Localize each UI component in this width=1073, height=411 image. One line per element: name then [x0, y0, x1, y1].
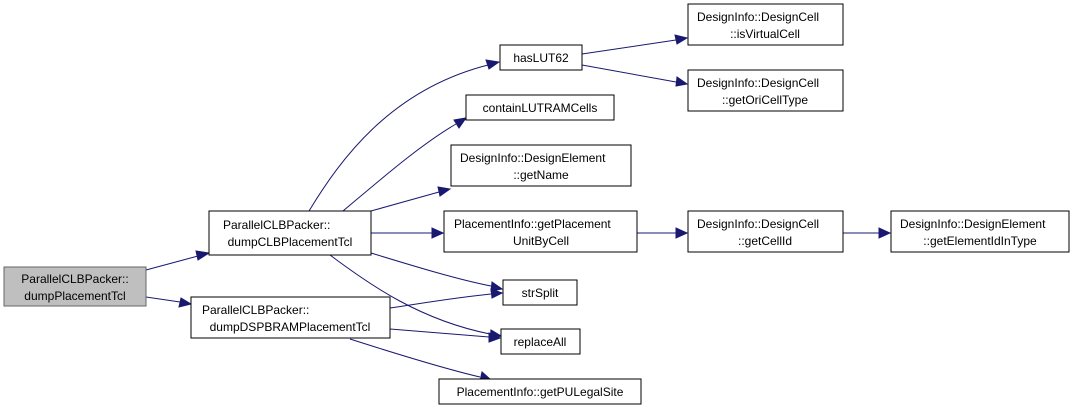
arrow-dumpCLBPlacementTcl-containLUTRAMCells — [453, 117, 468, 129]
node-dumpDSPBRAMPlacementTcl[interactable]: ParallelCLBPacker:: dumpDSPBRAMPlacement… — [190, 296, 391, 339]
node-dumpCLBPlacementTcl[interactable]: ParallelCLBPacker:: dumpCLBPlacementTcl — [208, 210, 372, 256]
arrow-getCellId-getElementIdInType — [878, 227, 892, 239]
arrow-getPlacementUnitByCell-getCellId — [675, 227, 689, 239]
node-hasLUT62[interactable]: hasLUT62 — [499, 44, 583, 71]
node-getName[interactable]: DesignInfo::DesignElement ::getName — [450, 144, 632, 187]
edge-hasLUT62-getOriCellType — [581, 64, 677, 83]
node-dumpPlacementTcl[interactable]: ParallelCLBPacker:: dumpPlacementTcl — [3, 266, 147, 307]
node-replaceAll[interactable]: replaceAll — [500, 328, 581, 355]
node-isVirtualCell-line2: ::isVirtualCell — [730, 27, 800, 41]
node-strSplit-line1: strSplit — [522, 286, 559, 300]
node-getCellId-line2: ::getCellId — [738, 234, 792, 248]
edge-hasLUT62-isVirtualCell — [581, 39, 677, 55]
node-strSplit[interactable]: strSplit — [502, 279, 578, 306]
node-getElementIdInType-line1: DesignInfo::DesignElement — [900, 217, 1046, 231]
node-getOriCellType-line2: ::getOriCellType — [722, 93, 808, 107]
node-containLUTRAMCells-line1: containLUTRAMCells — [483, 101, 598, 115]
arrow-dumpDSPBRAMPlacementTcl-replaceAll — [488, 332, 502, 343]
edge-dumpDSPBRAMPlacementTcl-replaceAll — [389, 328, 490, 338]
node-dumpCLBPlacementTcl-line1: ParallelCLBPacker:: — [223, 218, 330, 232]
node-containLUTRAMCells[interactable]: containLUTRAMCells — [465, 94, 615, 121]
edge-dumpCLBPlacementTcl-containLUTRAMCells — [342, 123, 457, 212]
nodes-layer: ParallelCLBPacker:: dumpPlacementTcl Par… — [3, 3, 1070, 405]
node-isVirtualCell[interactable]: DesignInfo::DesignCell ::isVirtualCell — [687, 3, 844, 46]
node-getCellId[interactable]: DesignInfo::DesignCell ::getCellId — [687, 210, 844, 253]
arrow-hasLUT62-getOriCellType — [675, 76, 689, 87]
node-getPlacementUnitByCell-line2: UnitByCell — [513, 234, 569, 248]
arrow-dumpCLBPlacementTcl-getPlacementUnitByCell — [431, 227, 445, 239]
node-dumpPlacementTcl-line2: dumpPlacementTcl — [24, 289, 125, 303]
node-getOriCellType-line1: DesignInfo::DesignCell — [697, 76, 819, 90]
arrow-hasLUT62-isVirtualCell — [674, 34, 689, 45]
arrow-dumpCLBPlacementTcl-hasLUT62 — [485, 59, 501, 70]
edge-dumpCLBPlacementTcl-hasLUT62 — [308, 64, 489, 212]
node-replaceAll-line1: replaceAll — [514, 335, 567, 349]
edge-dumpPlacementTcl-dumpCLBPlacementTcl — [145, 255, 199, 271]
arrow-dumpCLBPlacementTcl-strSplit — [490, 281, 504, 292]
node-getPlacementUnitByCell-line1: PlacementInfo::getPlacement — [454, 217, 611, 231]
node-getPULegalSite-line1: PlacementInfo::getPULegalSite — [457, 385, 624, 399]
arrow-dumpDSPBRAMPlacementTcl-strSplit — [490, 288, 504, 299]
edges-layer — [145, 34, 892, 382]
edge-dumpPlacementTcl-dumpDSPBRAMPlacementTcl — [145, 296, 181, 303]
node-getOriCellType[interactable]: DesignInfo::DesignCell ::getOriCellType — [687, 69, 844, 112]
node-dumpDSPBRAMPlacementTcl-line2: dumpDSPBRAMPlacementTcl — [210, 320, 371, 334]
node-getElementIdInType[interactable]: DesignInfo::DesignElement ::getElementId… — [890, 210, 1070, 253]
arrow-dumpPlacementTcl-dumpDSPBRAMPlacementTcl — [178, 297, 193, 308]
node-dumpCLBPlacementTcl-line2: dumpCLBPlacementTcl — [228, 235, 353, 249]
node-getName-line2: ::getName — [513, 168, 569, 182]
node-getCellId-line1: DesignInfo::DesignCell — [697, 217, 819, 231]
edge-dumpCLBPlacementTcl-replaceAll — [329, 254, 491, 335]
node-getPULegalSite[interactable]: PlacementInfo::getPULegalSite — [438, 378, 642, 405]
node-hasLUT62-line1: hasLUT62 — [513, 51, 569, 65]
node-getElementIdInType-line2: ::getElementIdInType — [923, 234, 1037, 248]
node-dumpPlacementTcl-line1: ParallelCLBPacker:: — [21, 272, 128, 286]
node-getName-line1: DesignInfo::DesignElement — [460, 151, 606, 165]
node-dumpDSPBRAMPlacementTcl-line1: ParallelCLBPacker:: — [202, 303, 309, 317]
arrow-dumpCLBPlacementTcl-getName — [437, 186, 452, 197]
node-isVirtualCell-line1: DesignInfo::DesignCell — [697, 10, 819, 24]
edge-dumpCLBPlacementTcl-strSplit — [370, 252, 492, 287]
edge-dumpDSPBRAMPlacementTcl-strSplit — [389, 293, 492, 309]
edge-dumpCLBPlacementTcl-getName — [370, 191, 440, 212]
node-getPlacementUnitByCell[interactable]: PlacementInfo::getPlacement UnitByCell — [443, 210, 638, 253]
arrow-dumpPlacementTcl-dumpCLBPlacementTcl — [195, 250, 211, 261]
edge-dumpDSPBRAMPlacementTcl-getPULegalSite — [349, 338, 481, 378]
